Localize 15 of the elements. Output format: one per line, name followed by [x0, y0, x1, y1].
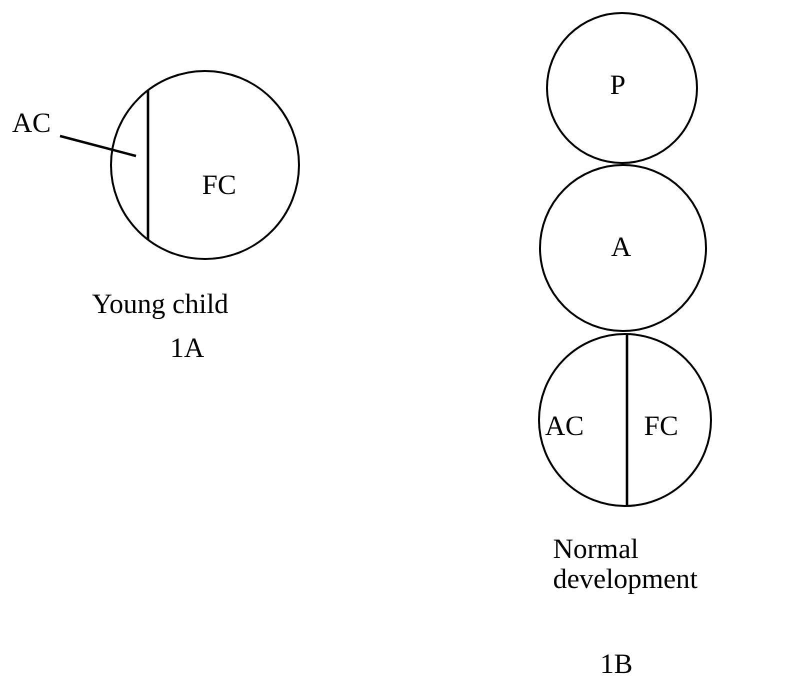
region-label: FC: [202, 172, 236, 200]
circle: [546, 12, 698, 164]
figure-number: 1A: [170, 334, 206, 364]
region-label: AC: [12, 110, 51, 138]
circle: [539, 164, 707, 332]
caption: Normal development: [553, 535, 699, 595]
figure-number: 1B: [600, 650, 634, 680]
caption: Young child: [92, 290, 230, 320]
circle: [110, 70, 300, 260]
circle: [538, 333, 712, 507]
region-label: P: [610, 72, 626, 100]
leader-line: [60, 134, 136, 158]
region-label: FC: [644, 413, 678, 441]
region-label: A: [611, 234, 632, 262]
region-label: AC: [545, 413, 584, 441]
